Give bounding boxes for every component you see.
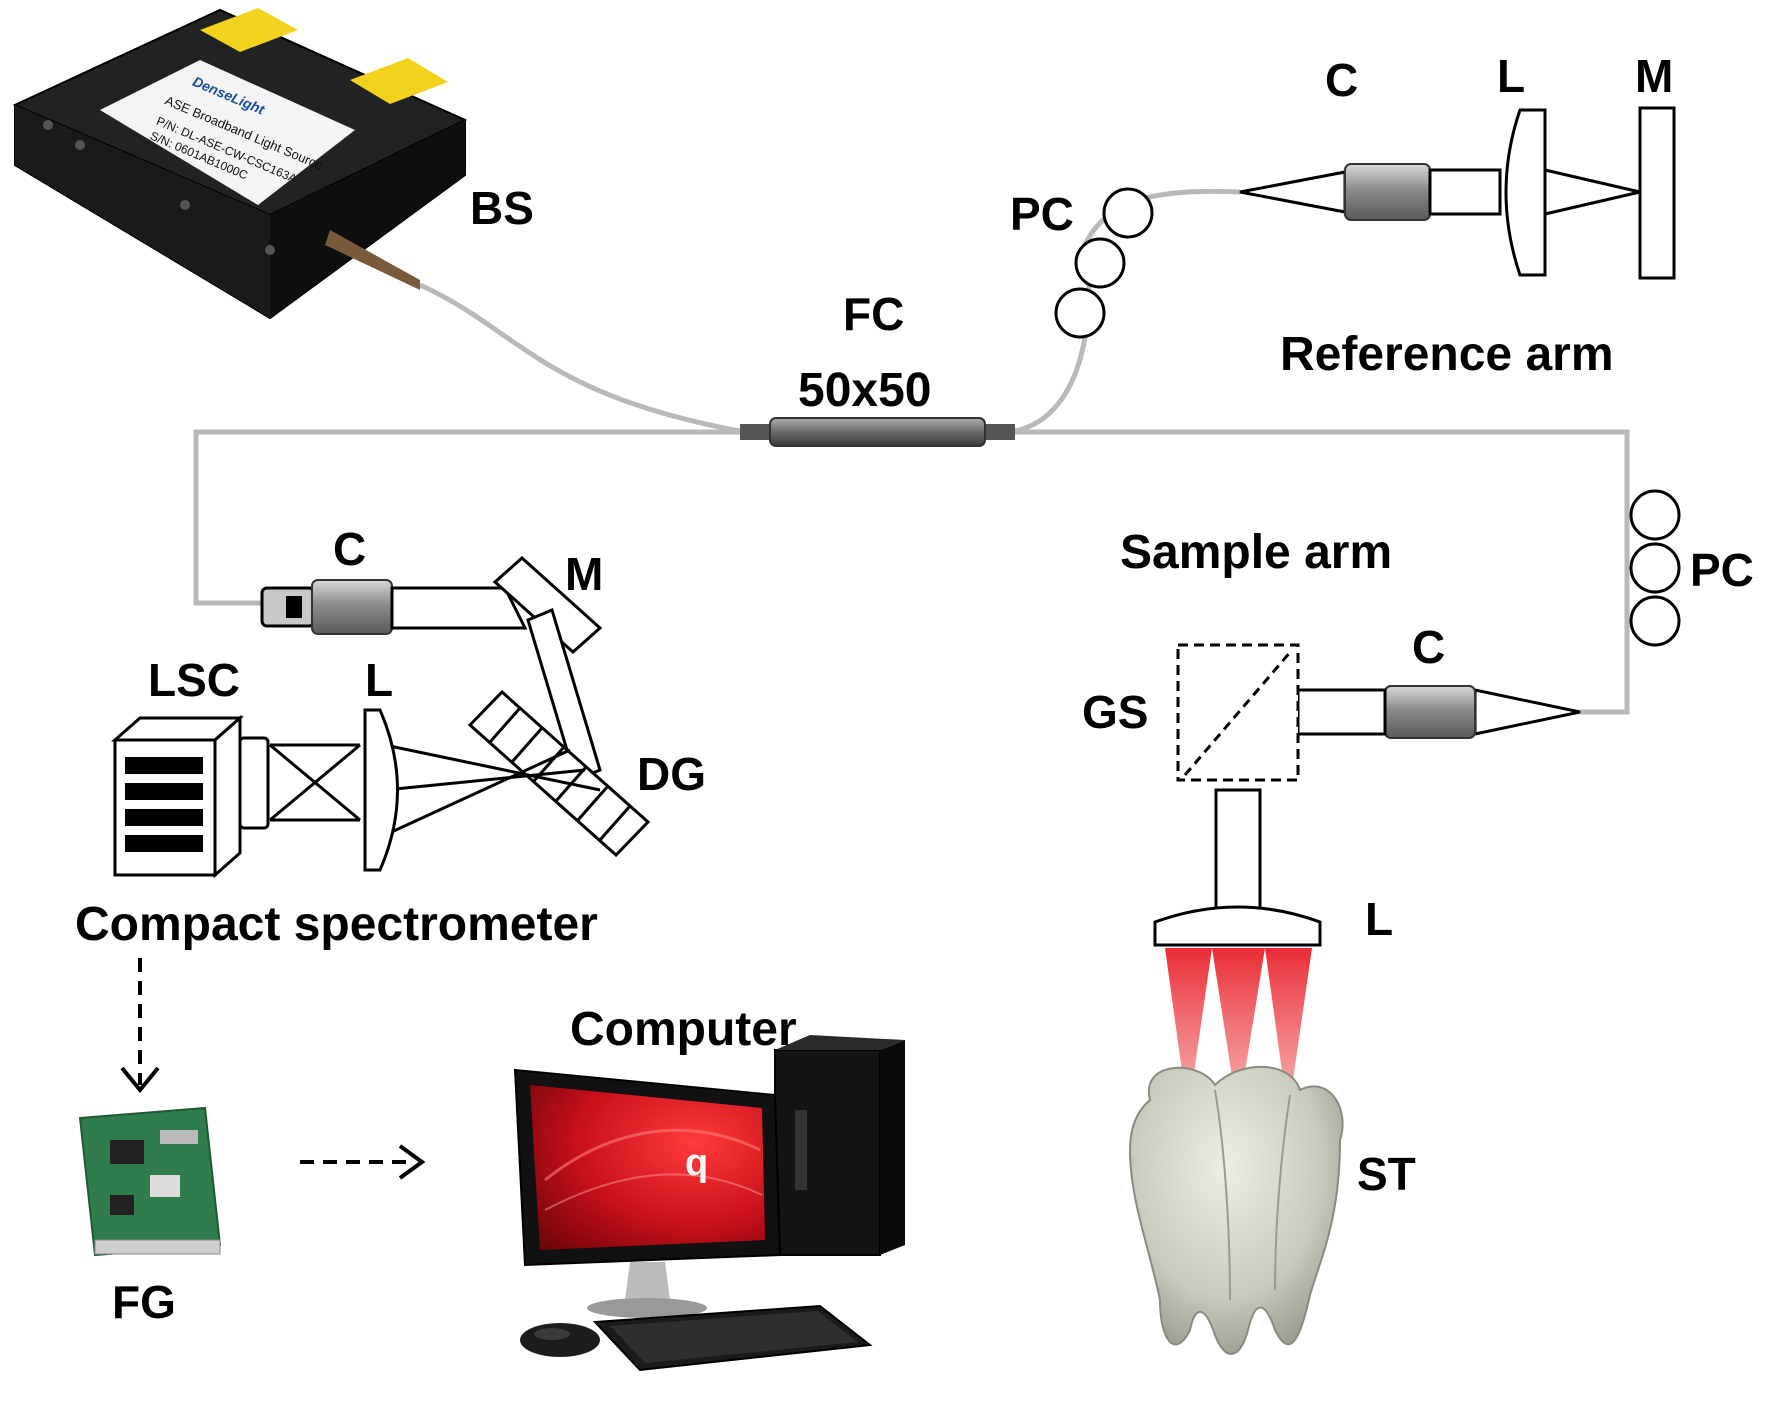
- line-scan-camera: [111, 714, 270, 879]
- fiber-coupler-to-sample: [1010, 429, 1630, 715]
- reference-collimator: [1344, 163, 1431, 221]
- label-reference-arm: Reference arm: [1280, 328, 1614, 381]
- reference-lens: [1504, 108, 1547, 277]
- spectrometer-lens: [363, 708, 399, 872]
- label-computer: Computer: [570, 1003, 797, 1056]
- sample-collimator: [1384, 685, 1476, 739]
- fiber-coupler-to-spectrometer: [193, 429, 745, 606]
- label-compact-spectrometer: Compact spectrometer: [75, 898, 598, 951]
- label-fc-ratio: 50x50: [798, 364, 931, 417]
- reference-beam-cone: [1239, 170, 1347, 214]
- monitor-screen: [530, 1085, 765, 1250]
- sample-lens: [1153, 905, 1322, 947]
- spectrometer-collimator: [311, 579, 393, 635]
- sample-tooth: [1128, 1065, 1344, 1355]
- fiber-source-to-coupler: [418, 282, 746, 435]
- label-pc-reference: PC: [1010, 188, 1074, 240]
- label-l-spectrometer: L: [365, 654, 393, 706]
- polarization-controller-reference: [1054, 187, 1154, 339]
- label-m-spectrometer: M: [565, 548, 603, 600]
- reference-mirror: [1638, 106, 1676, 280]
- reference-arm-optics: [1239, 106, 1676, 280]
- label-c-reference: C: [1325, 54, 1358, 106]
- polarization-controller-sample: [1629, 489, 1681, 647]
- label-c-sample: C: [1412, 621, 1445, 673]
- label-l-sample: L: [1365, 893, 1393, 945]
- focused-beams: [1165, 948, 1312, 1115]
- label-pc-sample: PC: [1690, 544, 1754, 596]
- label-dg: DG: [637, 748, 706, 800]
- data-flow-arrows: [120, 958, 426, 1180]
- label-bs: BS: [470, 182, 534, 234]
- sample-beam-vertical: [1214, 788, 1262, 924]
- label-sample-arm: Sample arm: [1120, 526, 1392, 579]
- fiber-coupler: [740, 417, 1015, 447]
- sample-arm-optics: [1153, 643, 1581, 947]
- sample-beam-cone: [1473, 688, 1581, 736]
- mouse: [520, 1323, 600, 1357]
- label-c-spectrometer: C: [333, 523, 366, 575]
- label-fc: FC: [843, 288, 904, 340]
- diagram-labels: BS FC 50x50 PC C L M Reference arm Sampl…: [75, 50, 1754, 1328]
- label-fg: FG: [112, 1276, 176, 1328]
- compact-spectrometer-optics: [111, 555, 651, 879]
- label-st: ST: [1357, 1148, 1416, 1200]
- label-gs: GS: [1082, 686, 1148, 738]
- svg-text:q: q: [685, 1142, 708, 1184]
- computer-tower: [774, 1049, 881, 1256]
- sample-beam-horizontal: [1296, 688, 1387, 736]
- label-l-reference: L: [1497, 50, 1525, 102]
- label-lsc: LSC: [148, 654, 240, 706]
- frame-grabber-card: [78, 1106, 222, 1257]
- computer: q: [513, 1035, 905, 1372]
- reference-beam: [1428, 168, 1502, 216]
- broadband-light-source: DenseLight ASE Broadband Light Source P/…: [12, 8, 468, 320]
- label-m-reference: M: [1635, 50, 1673, 102]
